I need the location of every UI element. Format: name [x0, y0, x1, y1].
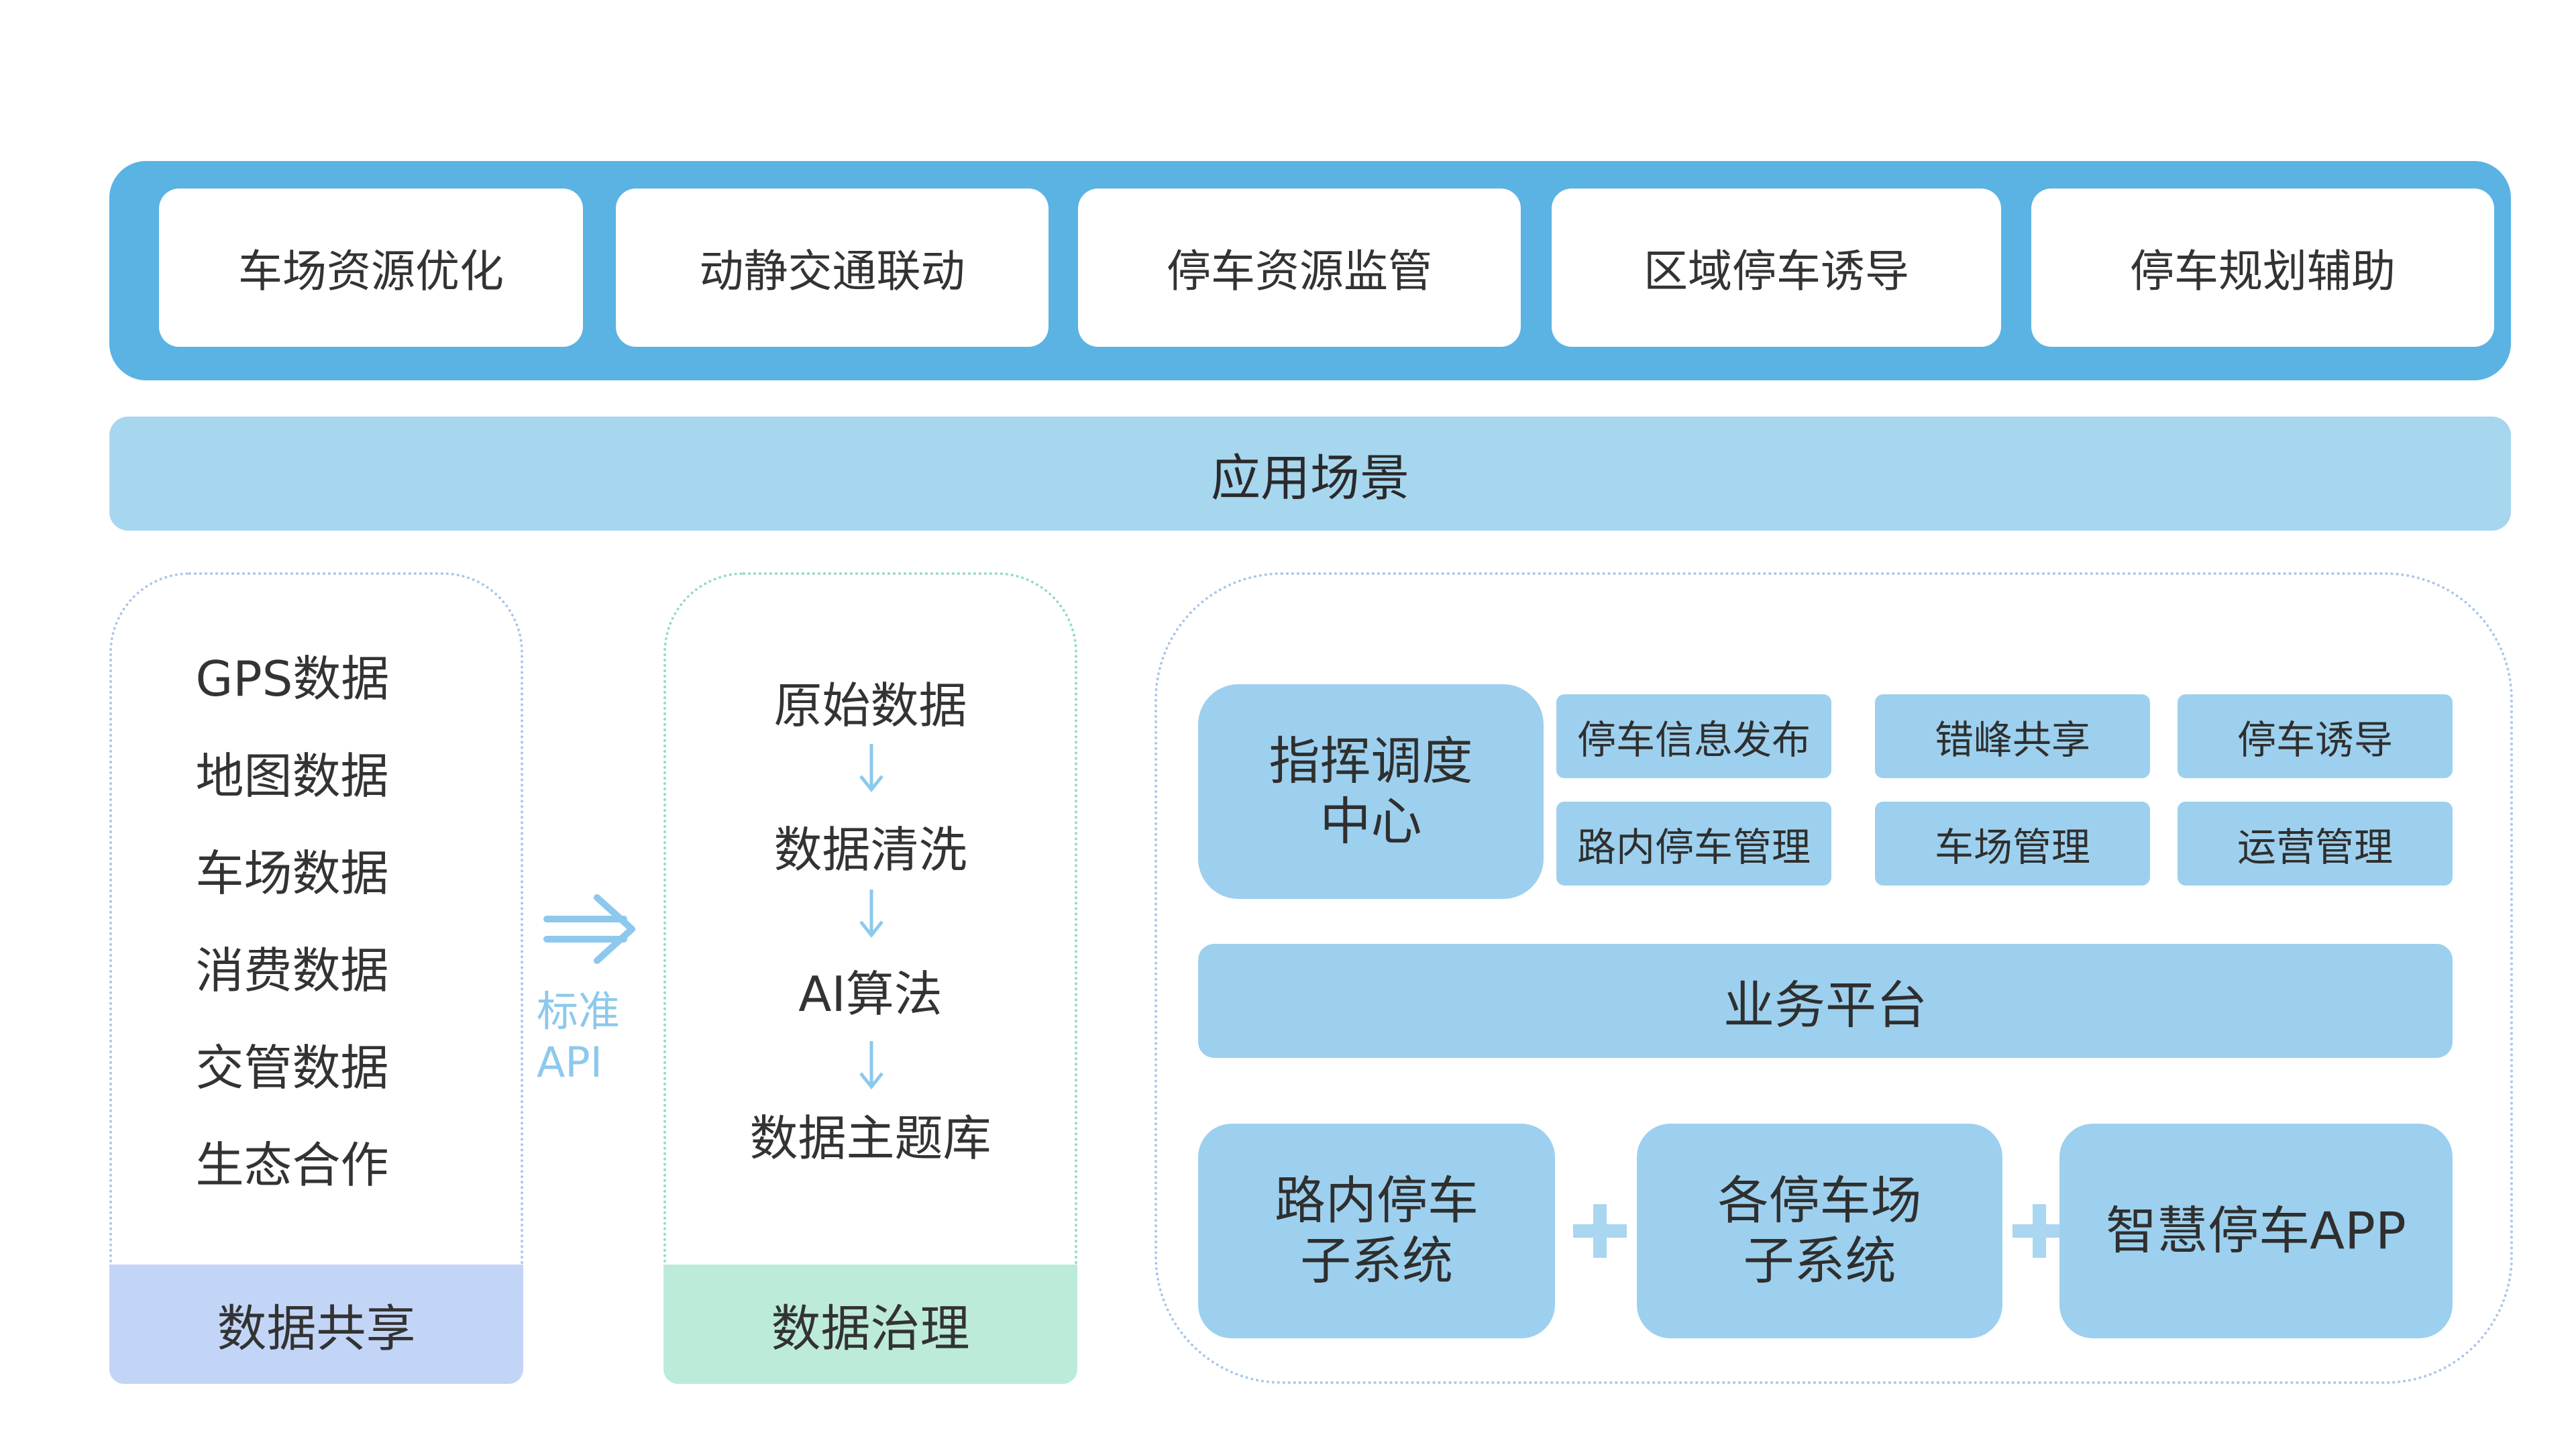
scene-bar: 应用场景	[109, 417, 2511, 531]
flow-data-cleaning: 数据清洗	[773, 821, 967, 878]
service-onstreet-management: 路内停车管理	[1556, 802, 1831, 885]
service-operations-management: 运营管理	[2178, 802, 2453, 885]
double-arrow-right-icon	[543, 894, 635, 964]
flow-topic-library: 数据主题库	[749, 1110, 991, 1167]
service-parking-guidance: 停车诱导	[2178, 694, 2453, 778]
business-platform: 业务平台	[1198, 944, 2453, 1058]
app-scenario-1: 车场资源优化	[159, 189, 583, 347]
arrow-down-icon	[859, 890, 883, 938]
service-lot-management: 车场管理	[1875, 802, 2150, 885]
plus-icon	[1573, 1204, 1627, 1258]
data-governance-label: 数据治理	[663, 1265, 1077, 1384]
source-parking: 车场数据	[195, 845, 389, 902]
arrow-down-icon	[859, 744, 883, 793]
service-info-publish: 停车信息发布	[1556, 694, 1831, 778]
source-map: 地图数据	[195, 747, 389, 804]
arrow-down-icon	[859, 1041, 883, 1090]
flow-ai-algorithm: AI算法	[798, 965, 943, 1022]
plus-icon	[2012, 1204, 2066, 1258]
app-scenario-4: 区域停车诱导	[1552, 189, 2001, 347]
source-gps: GPS数据	[195, 650, 390, 707]
service-off-peak-share: 错峰共享	[1875, 694, 2150, 778]
flow-raw-data: 原始数据	[773, 677, 967, 734]
source-ecosystem: 生态合作	[195, 1136, 389, 1193]
business-panel	[1155, 572, 2513, 1384]
data-share-label: 数据共享	[109, 1265, 523, 1384]
api-label: 标准 API	[537, 987, 621, 1087]
application-band: 车场资源优化 动静交通联动 停车资源监管 区域停车诱导 停车规划辅助	[109, 161, 2511, 380]
app-scenario-5: 停车规划辅助	[2031, 189, 2494, 347]
smart-parking-app: 智慧停车APP	[2059, 1124, 2453, 1338]
source-traffic: 交管数据	[195, 1039, 389, 1096]
command-center: 指挥调度 中心	[1198, 684, 1544, 899]
source-consumption: 消费数据	[195, 942, 389, 999]
parking-lot-subsystem: 各停车场 子系统	[1637, 1124, 2002, 1338]
onstreet-subsystem: 路内停车 子系统	[1198, 1124, 1555, 1338]
app-scenario-3: 停车资源监管	[1078, 189, 1521, 347]
app-scenario-2: 动静交通联动	[616, 189, 1049, 347]
